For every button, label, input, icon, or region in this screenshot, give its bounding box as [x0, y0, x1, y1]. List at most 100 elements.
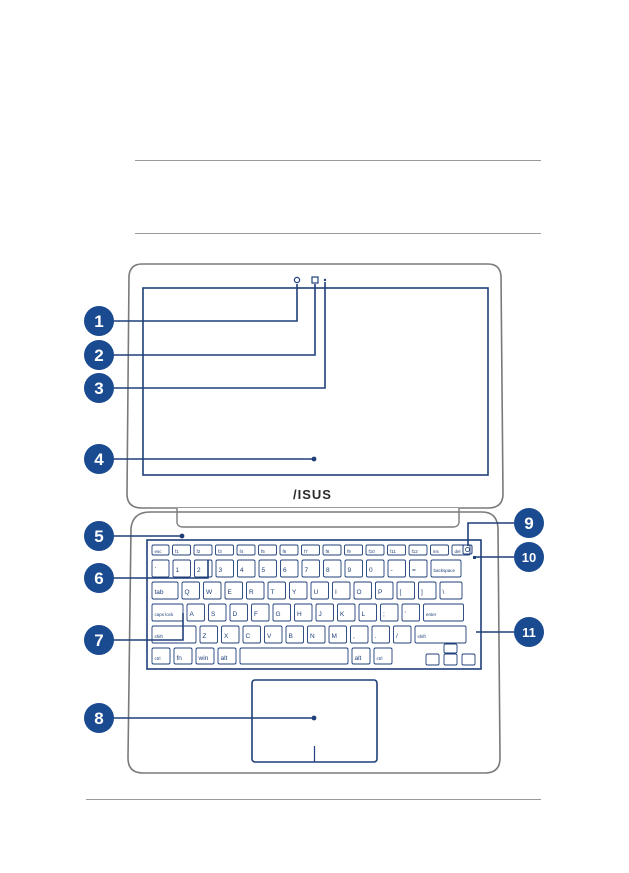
key-0-6: [279, 544, 299, 556]
key-0-11: [387, 544, 406, 556]
key-4-3: [242, 625, 261, 644]
key-0-14: [451, 544, 471, 556]
key-0-2: [193, 544, 213, 556]
laptop-base: [127, 511, 501, 774]
key-2-1: [181, 581, 200, 600]
key-label-2-11: [: [400, 589, 402, 596]
callout-10: 10: [514, 542, 544, 572]
key-0-9: [344, 544, 363, 556]
key-label-3-8: K: [340, 611, 345, 618]
leader-6: [113, 560, 209, 579]
key-label-0-11: f11: [390, 549, 396, 554]
key-3-8: [337, 603, 356, 622]
key-1-5: [258, 559, 277, 578]
key-label-2-2: W: [206, 589, 213, 596]
key-label-3-4: F: [254, 611, 258, 618]
key-label-3-11: ': [405, 611, 406, 618]
key-0-4: [236, 544, 256, 556]
key-0-0: [151, 544, 170, 556]
callout-6: 6: [84, 563, 114, 593]
key-label-2-3: E: [228, 589, 233, 596]
leader-1: [113, 284, 298, 322]
key-label-1-12: =: [412, 567, 416, 574]
key-label-0-0: esc: [155, 549, 163, 554]
callout-4: 4: [84, 444, 114, 474]
key-label-4-8: ,: [353, 633, 355, 640]
key-label-2-10: P: [378, 589, 382, 596]
key-2-3: [224, 581, 243, 600]
key-2-11: [396, 581, 415, 600]
key-label-0-1: f1: [175, 549, 179, 554]
key-label-0-2: f2: [197, 549, 201, 554]
key-1-8: [323, 559, 342, 578]
callout-9: 9: [514, 508, 544, 538]
key-label-4-2: X: [224, 633, 229, 640]
key-label-0-12: f12: [412, 549, 419, 554]
key-5-5: [351, 647, 371, 665]
callout-11: 11: [514, 617, 544, 647]
power-indicator: [473, 556, 476, 559]
key-label-0-7: f7: [304, 549, 308, 554]
key-label-3-7: J: [319, 611, 322, 618]
key-label-4-9: .: [375, 633, 377, 640]
key-3-3: [229, 603, 248, 622]
laptop-lid: /ISUS: [126, 263, 504, 509]
key-2-6: [289, 581, 308, 600]
power-icon: [465, 547, 470, 552]
key-label-4-3: C: [246, 633, 251, 640]
key-label-3-10: ;: [383, 611, 385, 618]
key-2-12: [418, 581, 437, 600]
key-label-4-1: Z: [203, 633, 207, 640]
key-1-0: [151, 559, 170, 578]
key-label-0-9: f9: [347, 549, 351, 554]
key-1-4: [237, 559, 256, 578]
key-3-12: [423, 603, 464, 622]
hinge: [176, 508, 460, 528]
callout-2: 2: [84, 340, 114, 370]
key-1-6: [280, 559, 299, 578]
key-label-0-4: f4: [240, 549, 244, 554]
key-label-3-12: enter: [426, 612, 437, 617]
key-arrow-left: [425, 653, 440, 666]
key-2-9: [353, 581, 372, 600]
key-1-11: [387, 559, 406, 578]
key-label-2-9: O: [357, 589, 362, 596]
key-arrow-right: [461, 653, 476, 666]
camera-sensor-icon: [311, 276, 319, 284]
key-4-8: [350, 625, 369, 644]
callout-5-label: 5: [94, 527, 103, 546]
key-label-3-3: D: [233, 611, 238, 618]
key-5-1: [173, 647, 193, 665]
key-4-11: [414, 625, 467, 644]
key-2-8: [332, 581, 351, 600]
key-label-0-5: f5: [261, 549, 265, 554]
key-label-0-10: f10: [369, 549, 376, 554]
key-4-7: [328, 625, 347, 644]
callout-2-label: 2: [94, 346, 103, 365]
key-3-4: [251, 603, 270, 622]
top-rule: [135, 160, 541, 161]
leader-3: [113, 282, 326, 389]
key-2-4: [246, 581, 265, 600]
key-1-12: [409, 559, 428, 578]
camera-indicator-icon: [323, 278, 327, 282]
key-label-5-6: ctrl: [377, 656, 383, 661]
key-3-0: [151, 603, 184, 622]
key-1-10: [366, 559, 385, 578]
key-label-0-6: f6: [283, 549, 287, 554]
callout-leaders: [113, 282, 514, 719]
key-label-0-13: ins: [433, 549, 440, 554]
callout-1: 1: [84, 306, 114, 336]
key-2-10: [375, 581, 394, 600]
keyboard-frame: [146, 539, 482, 670]
key-label-3-2: S: [211, 611, 216, 618]
callout-9-label: 9: [524, 514, 533, 533]
callout-11-label: 11: [522, 625, 536, 640]
key-label-5-3: alt: [221, 655, 228, 662]
key-1-9: [344, 559, 363, 578]
key-5-6: [373, 647, 393, 665]
key-5-4: [239, 647, 349, 665]
callout-5: 5: [84, 521, 114, 551]
key-label-3-0: caps lock: [155, 612, 175, 617]
